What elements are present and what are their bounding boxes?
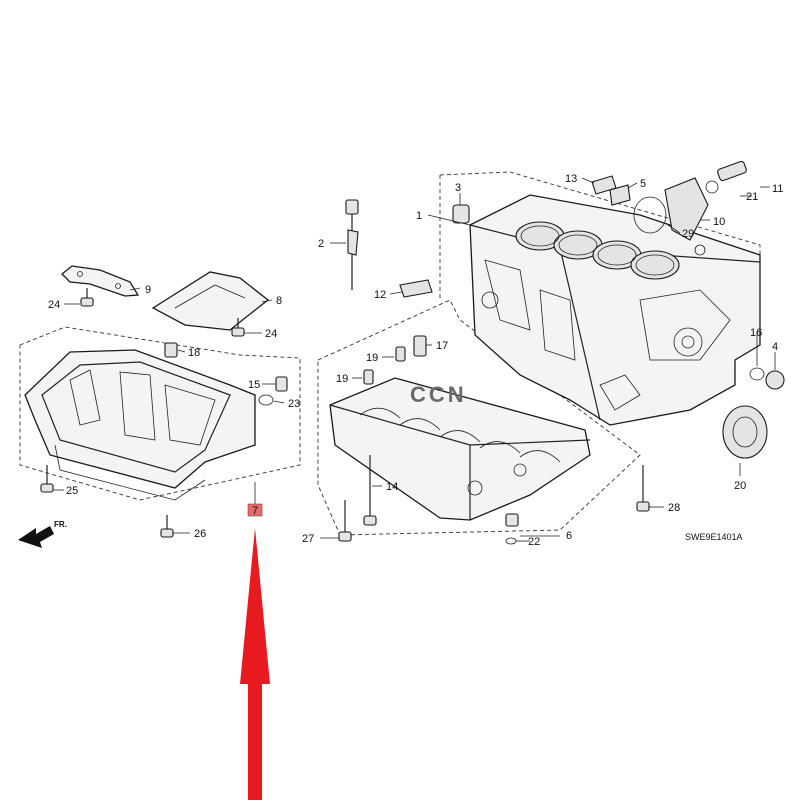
callout-20: 20 (734, 480, 746, 492)
front-arrow-icon (18, 526, 54, 548)
callout-17: 17 (436, 340, 448, 352)
callout-10: 10 (713, 216, 725, 228)
oil-pan-highlight: 7 (247, 503, 263, 517)
callout-29: 29 (682, 228, 694, 240)
callout-14: 14 (386, 481, 398, 493)
callout-23: 23 (288, 398, 300, 410)
callout-15: 15 (248, 379, 260, 391)
callout-22: 22 (528, 536, 540, 548)
callout-5: 5 (640, 178, 646, 190)
red-arrow (240, 528, 270, 800)
callout-26: 26 (194, 528, 206, 540)
callout-8: 8 (276, 295, 282, 307)
front-direction-marker: FR. (18, 520, 67, 548)
callout-24b: 24 (265, 328, 277, 340)
watermark-text: CCN (410, 382, 467, 407)
leader-lines (53, 177, 776, 542)
callout-11: 11 (772, 183, 783, 195)
front-label: FR. (54, 520, 67, 529)
callout-27: 27 (302, 533, 314, 545)
callout-6: 6 (566, 530, 572, 542)
callout-19b: 19 (336, 373, 348, 385)
callout-25: 25 (66, 485, 78, 497)
cylinder-block (469, 194, 761, 426)
callout-7: 7 (252, 505, 258, 517)
callout-labels: 1 2 3 4 5 6 8 9 10 11 12 13 14 15 16 17 … (48, 173, 783, 548)
callout-9: 9 (145, 284, 151, 296)
diagram-code: SWE9E1401A (685, 532, 743, 542)
oil-pan (24, 349, 256, 501)
callout-28: 28 (668, 502, 680, 514)
stiffener-bracket (61, 265, 140, 297)
baffle-plate (151, 271, 270, 331)
callout-24a: 24 (48, 299, 60, 311)
callout-16: 16 (750, 327, 762, 339)
callout-3: 3 (455, 182, 461, 194)
callout-21: 21 (746, 191, 758, 203)
callout-18: 18 (188, 347, 200, 359)
small-parts (40, 160, 785, 545)
red-arrow-shape (240, 528, 270, 800)
callout-13: 13 (565, 173, 577, 185)
callout-19a: 19 (366, 352, 378, 364)
callout-4: 4 (772, 341, 778, 353)
callout-2: 2 (318, 238, 324, 250)
callout-12: 12 (374, 289, 386, 301)
highlight-box (247, 503, 263, 517)
callout-1: 1 (416, 210, 422, 222)
